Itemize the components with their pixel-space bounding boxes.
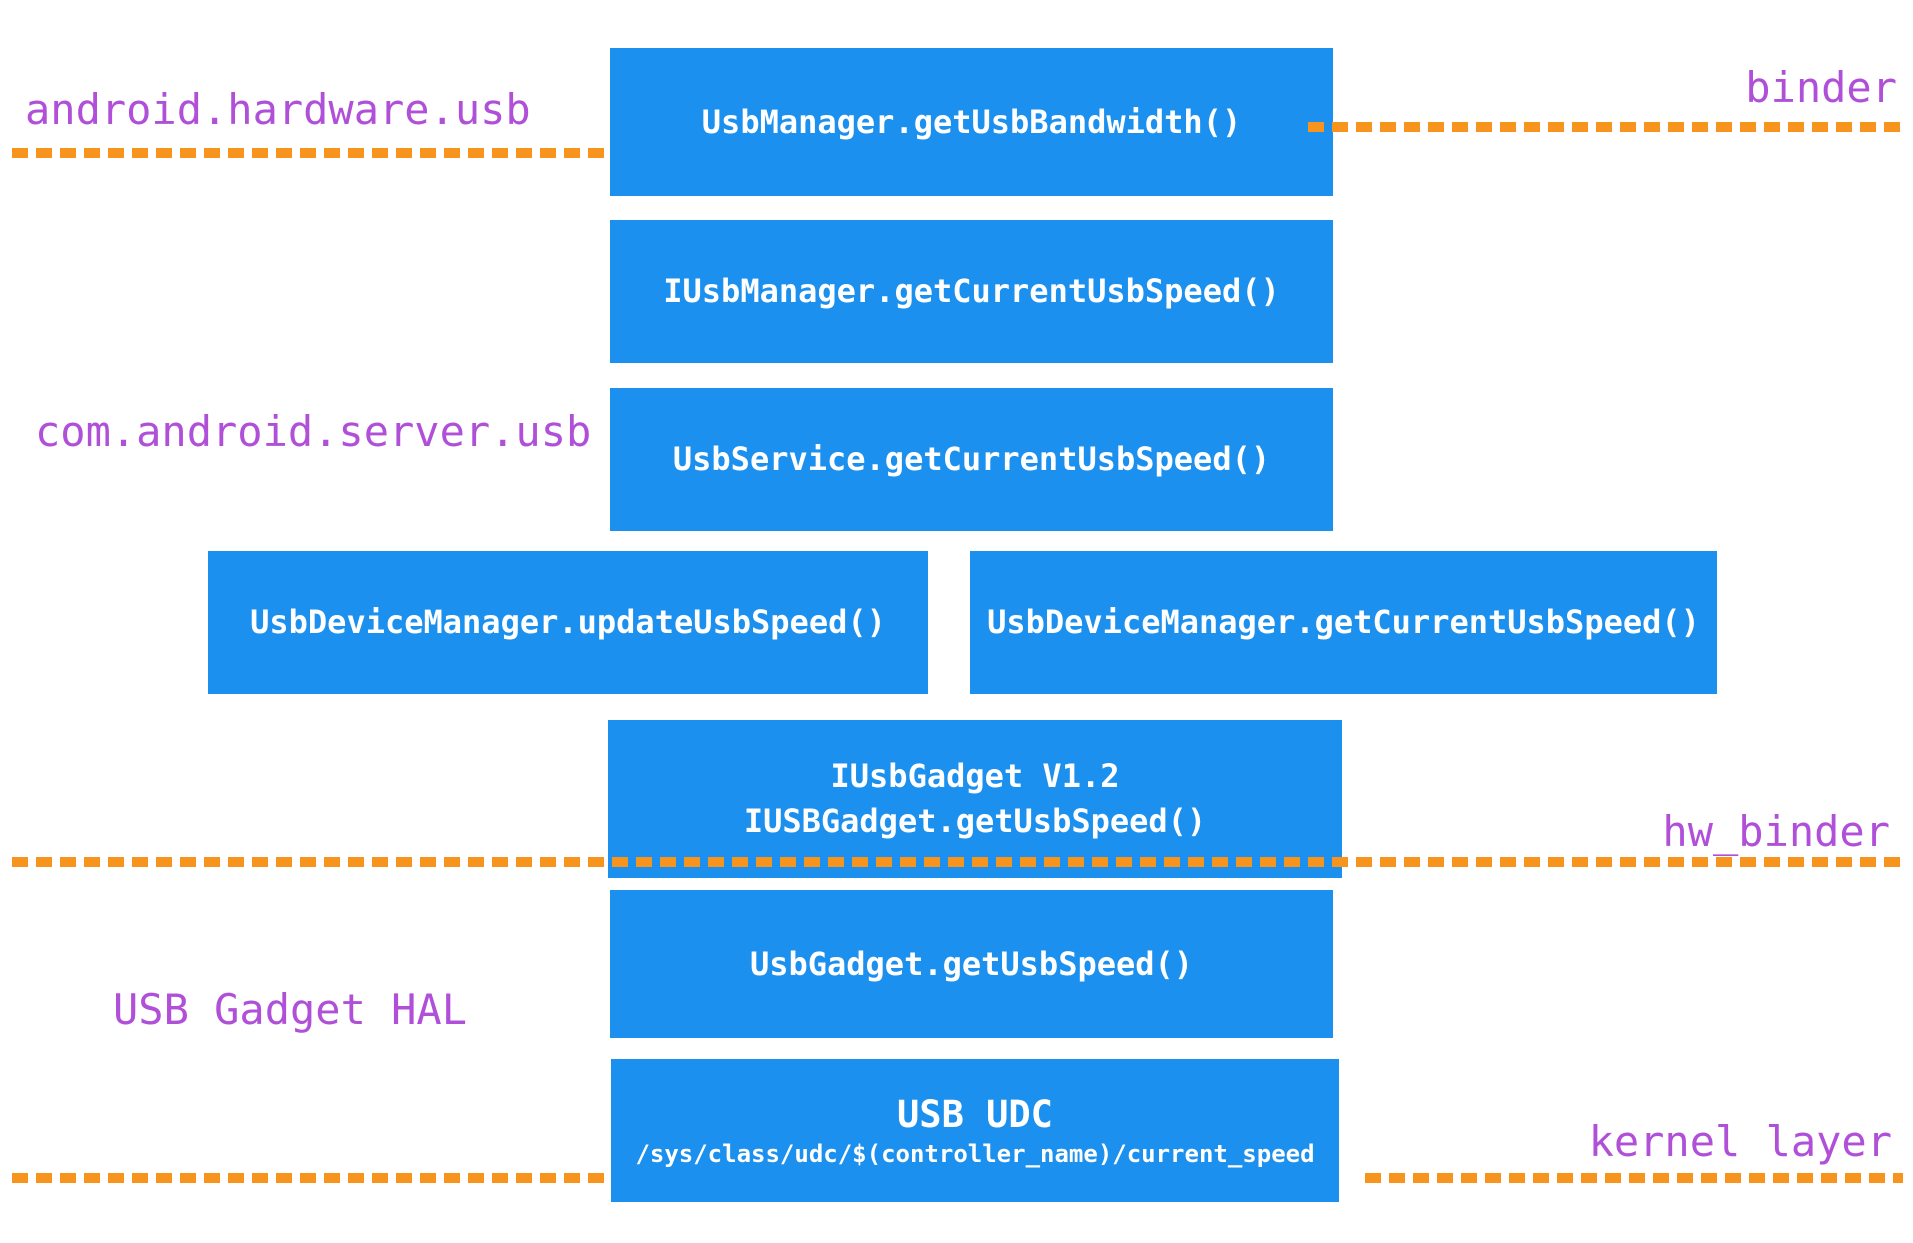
box-usbdevicemanager-updateusbspeed: UsbDeviceManager.updateUsbSpeed() xyxy=(208,551,928,694)
layer-label-binder: binder xyxy=(1745,63,1897,112)
box-label: UsbManager.getUsbBandwidth() xyxy=(701,102,1242,141)
binder-boundary-dashed-line-right xyxy=(1308,122,1900,132)
box-usbgadget-getusbspeed: UsbGadget.getUsbSpeed() xyxy=(610,890,1333,1038)
box-label: IUsbManager.getCurrentUsbSpeed() xyxy=(663,272,1280,310)
layer-label-hw-binder: hw_binder xyxy=(1662,807,1890,856)
layer-label-android-hardware-usb: android.hardware.usb xyxy=(25,85,531,134)
box-usb-udc-sysfs-path: USB UDC /sys/class/udc/$(controller_name… xyxy=(611,1059,1339,1202)
box-iusbgadget-v12-getusbspeed: IUsbGadget V1.2 IUSBGadget.getUsbSpeed() xyxy=(608,720,1342,878)
box-usbdevicemanager-getcurrentusbspeed: UsbDeviceManager.getCurrentUsbSpeed() xyxy=(970,551,1717,694)
kernel-boundary-dashed-line-left xyxy=(12,1173,612,1183)
hw-binder-boundary-dashed-line xyxy=(12,857,1903,867)
layer-label-com-android-server-usb: com.android.server.usb xyxy=(35,407,592,456)
layer-label-kernel-layer: kernel layer xyxy=(1588,1117,1892,1166)
box-usbmanager-getusbbandwidth: UsbManager.getUsbBandwidth() xyxy=(610,48,1333,196)
box-usbservice-getcurrentusbspeed: UsbService.getCurrentUsbSpeed() xyxy=(610,388,1333,531)
box-label-title: USB UDC xyxy=(897,1092,1053,1136)
box-label: UsbGadget.getUsbSpeed() xyxy=(749,944,1194,983)
box-label: UsbService.getCurrentUsbSpeed() xyxy=(672,440,1271,478)
box-label-line1: IUsbGadget V1.2 xyxy=(830,757,1120,795)
box-label: UsbDeviceManager.getCurrentUsbSpeed() xyxy=(987,603,1700,641)
kernel-boundary-dashed-line-right xyxy=(1365,1173,1903,1183)
box-label-line2: IUSBGadget.getUsbSpeed() xyxy=(743,802,1207,840)
box-label-path: /sys/class/udc/$(controller_name)/curren… xyxy=(635,1139,1315,1168)
binder-boundary-dashed-line-left xyxy=(12,148,618,158)
layer-label-usb-gadget-hal: USB Gadget HAL xyxy=(113,985,468,1034)
box-label: UsbDeviceManager.updateUsbSpeed() xyxy=(250,603,886,641)
box-iusbmanager-getcurrentusbspeed: IUsbManager.getCurrentUsbSpeed() xyxy=(610,220,1333,363)
